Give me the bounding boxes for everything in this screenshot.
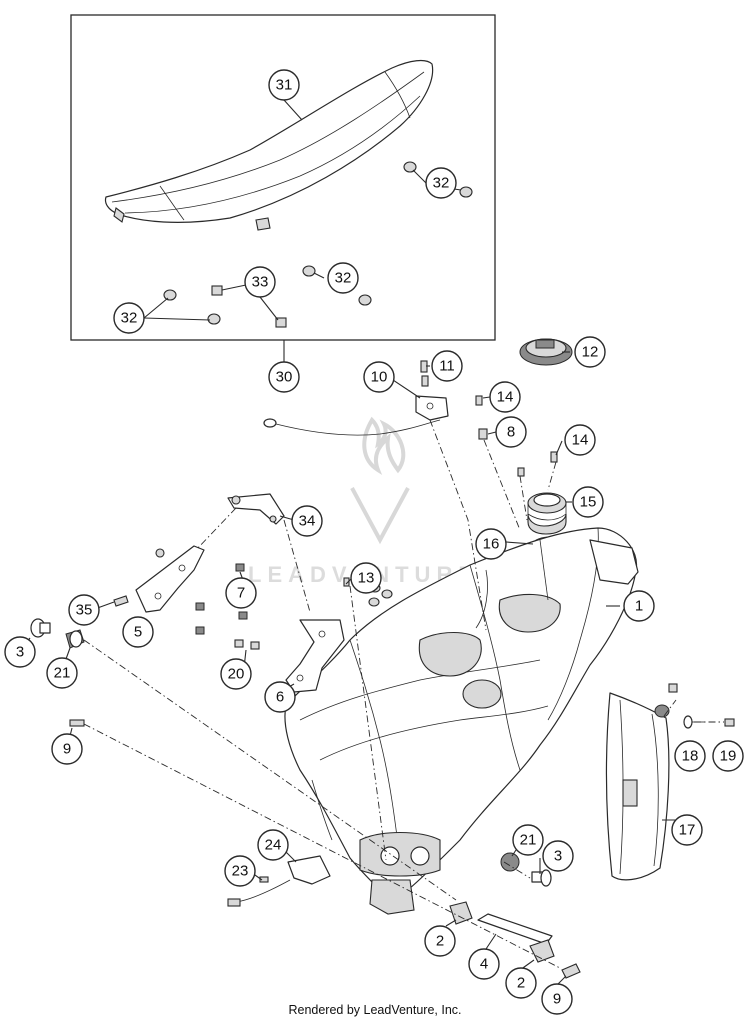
callout-4-label: 4 (480, 956, 488, 973)
cable-bracket-part (263, 395, 449, 436)
callout-24: 24 (257, 829, 289, 861)
callout-23-label: 23 (232, 863, 249, 880)
callout-5-label: 5 (134, 624, 142, 641)
callout-35-label: 35 (76, 602, 93, 619)
callout-9-b: 9 (541, 983, 573, 1015)
callout-7: 7 (225, 577, 257, 609)
sensor-23-24 (227, 855, 331, 907)
callout-30-label: 30 (276, 369, 293, 386)
callout-12: 12 (574, 336, 606, 368)
callout-5: 5 (122, 616, 154, 648)
callout-3-b-label: 3 (554, 848, 562, 865)
callout-17-label: 17 (679, 822, 696, 839)
callout-2-a: 2 (424, 925, 456, 957)
callout-10: 10 (363, 361, 395, 393)
fuel-tank-part (284, 527, 639, 915)
callout-33: 33 (244, 266, 276, 298)
callout-18: 18 (674, 740, 706, 772)
seat-kit-box (70, 14, 496, 341)
callout-2-a-label: 2 (436, 933, 444, 950)
callout-8-label: 8 (507, 424, 515, 441)
callout-13-label: 13 (358, 570, 375, 587)
assembly-lines (83, 419, 724, 969)
callout-23: 23 (224, 855, 256, 887)
callout-32-a-label: 32 (433, 175, 450, 192)
callout-32-c-label: 32 (121, 310, 138, 327)
bracket-6-part (285, 619, 345, 693)
callout-11-label: 11 (439, 358, 455, 375)
callout-20-label: 20 (228, 666, 245, 683)
callout-18-label: 18 (682, 748, 699, 765)
callout-6-label: 6 (276, 689, 284, 706)
callout-2-b: 2 (505, 967, 537, 999)
callout-32-c: 32 (113, 302, 145, 334)
callout-9-a: 9 (51, 733, 83, 765)
callout-16-label: 16 (483, 536, 500, 553)
callout-14-b-label: 14 (572, 432, 589, 449)
callout-31: 31 (268, 69, 300, 101)
callout-7-label: 7 (237, 585, 245, 602)
bushings-7-20 (195, 563, 260, 650)
callout-33-label: 33 (252, 274, 269, 291)
bolt-9-left (69, 719, 85, 727)
lower-mount-hardware (449, 901, 581, 979)
callout-15-label: 15 (580, 494, 597, 511)
fender-fasteners (654, 683, 735, 729)
callout-1: 1 (623, 590, 655, 622)
callout-8: 8 (495, 416, 527, 448)
callout-4: 4 (468, 948, 500, 980)
seat-nuts (163, 161, 473, 328)
callout-1-label: 1 (635, 598, 643, 615)
callout-31-label: 31 (276, 77, 293, 94)
mount-right-21-3 (500, 852, 552, 887)
callout-13: 13 (350, 562, 382, 594)
callout-35: 35 (68, 594, 100, 626)
callout-11: 11 (431, 350, 463, 382)
callout-24-label: 24 (265, 837, 282, 854)
callout-34-label: 34 (299, 513, 316, 530)
nuts-13 (343, 577, 393, 607)
callout-20: 20 (220, 658, 252, 690)
callout-6: 6 (264, 681, 296, 713)
fuel-cap-part (519, 338, 573, 366)
callout-3-a: 3 (4, 636, 36, 668)
callout-17: 17 (671, 814, 703, 846)
callout-19: 19 (712, 740, 744, 772)
leadventure-watermark: LEADVENTURE (248, 416, 473, 587)
callout-34: 34 (291, 505, 323, 537)
callout-9-b-label: 9 (553, 991, 561, 1008)
callout-21-b: 21 (512, 824, 544, 856)
callout-32-b: 32 (327, 262, 359, 294)
callout-32-a: 32 (425, 167, 457, 199)
callout-19-label: 19 (720, 748, 737, 765)
callout-21-a-label: 21 (54, 665, 71, 682)
seat-part (104, 59, 434, 231)
callout-16: 16 (475, 528, 507, 560)
callout-12-label: 12 (582, 344, 599, 361)
callout-10-label: 10 (371, 369, 388, 386)
bracket-5-part (113, 545, 205, 613)
callout-2-b-label: 2 (517, 975, 525, 992)
callout-15: 15 (572, 486, 604, 518)
callout-3-a-label: 3 (16, 644, 24, 661)
callout-9-a-label: 9 (63, 741, 71, 758)
callout-21-a: 21 (46, 657, 78, 689)
mount-left-3-21 (30, 618, 85, 649)
bracket-34-part (227, 493, 285, 525)
callout-32-b-label: 32 (335, 270, 352, 287)
callout-30: 30 (268, 361, 300, 393)
rear-fender-part (605, 692, 670, 881)
callout-21-b-label: 21 (520, 832, 537, 849)
callout-14-b: 14 (564, 424, 596, 456)
callout-14-a-label: 14 (497, 389, 514, 406)
footer-credit: Rendered by LeadVenture, Inc. (288, 1003, 462, 1017)
callout-14-a: 14 (489, 381, 521, 413)
callout-3-b: 3 (542, 840, 574, 872)
